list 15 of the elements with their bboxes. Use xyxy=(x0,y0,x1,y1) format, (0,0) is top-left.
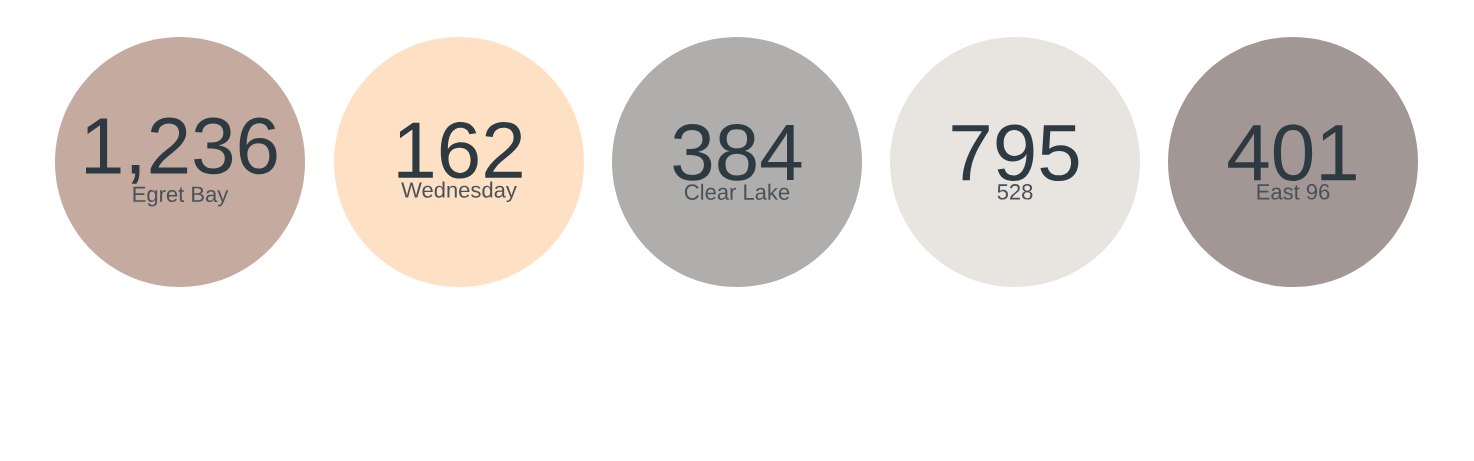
stat-label: East 96 xyxy=(1257,184,1330,200)
stat-circle xyxy=(612,37,862,287)
stat-label: Egret Bay xyxy=(133,186,229,207)
stat-number: 1,236 xyxy=(86,117,277,184)
stat-label: Clear Lake xyxy=(684,183,790,200)
stat-label: 528 xyxy=(997,184,1033,200)
stat-circle xyxy=(55,37,305,287)
stat-number: 401 xyxy=(1228,124,1356,182)
stat-number: 384 xyxy=(673,124,802,181)
stat-number: 162 xyxy=(398,121,522,179)
stat-number: 795 xyxy=(952,124,1079,182)
stat-circle xyxy=(334,37,584,287)
stat-circle xyxy=(890,37,1140,287)
stat-circle xyxy=(1168,37,1418,287)
stat-label: Wednesday xyxy=(401,181,517,203)
